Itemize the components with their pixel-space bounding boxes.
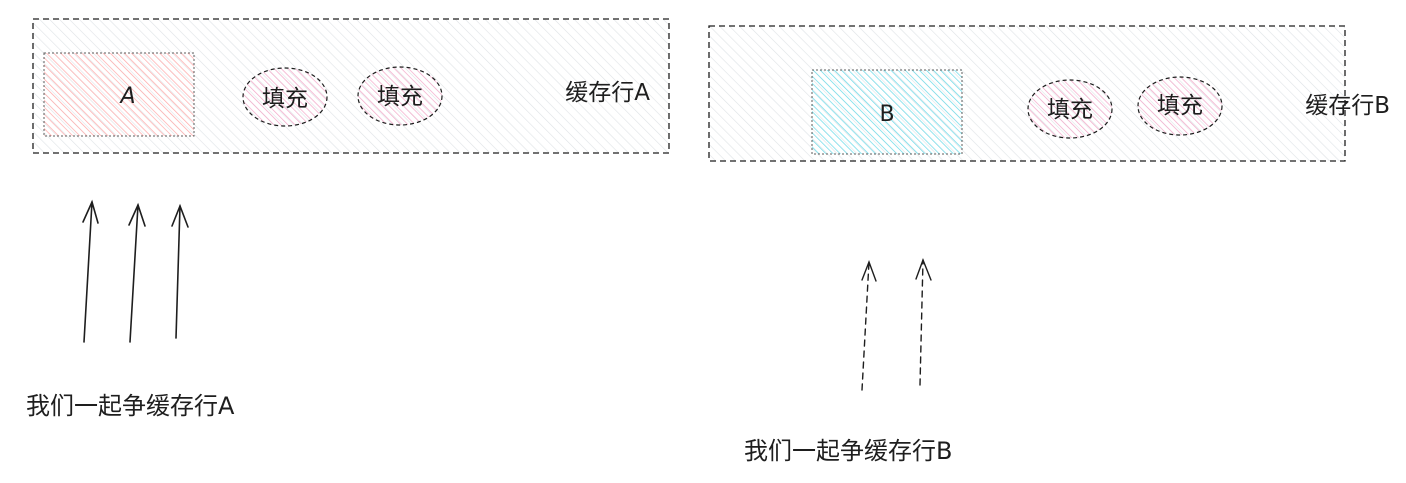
arrow-a-2 (128, 202, 146, 343)
padding-a-1: 填充 (242, 67, 328, 127)
block-b-label: B (879, 102, 894, 127)
arrow-a-3 (171, 203, 189, 339)
arrow-a-3-head (171, 203, 189, 228)
arrow-a-3-shaft (175, 205, 181, 339)
arrow-a-2-head (128, 202, 146, 227)
arrows-to-line-a (82, 199, 189, 343)
cache-line-b: B 填充 填充 缓存行B (708, 25, 1390, 162)
block-a-box (43, 52, 195, 137)
arrow-a-2-shaft (129, 204, 139, 343)
padding-b-1-label: 填充 (1047, 97, 1093, 123)
arrow-a-1 (82, 199, 99, 343)
arrow-b-1-head (861, 260, 877, 282)
arrows-to-line-b (861, 258, 932, 391)
cache-line-a: A 填充 填充 缓存行A (32, 18, 670, 154)
padding-a-2-ellipse (357, 66, 443, 126)
block-b-box (811, 69, 963, 155)
padding-a-2: 填充 (357, 66, 443, 126)
padding-a-1-ellipse (242, 67, 328, 127)
padding-b-1: 填充 (1027, 79, 1113, 139)
padding-b-2: 填充 (1137, 76, 1223, 136)
cache-line-a-block: A (43, 52, 195, 137)
caption-b: 我们一起争缓存行B (744, 437, 952, 465)
padding-b-2-ellipse (1137, 76, 1223, 136)
arrow-a-1-head (82, 199, 99, 224)
padding-a-2-label: 填充 (377, 84, 423, 110)
block-a-label: A (118, 84, 135, 109)
arrow-b-2-shaft (919, 259, 924, 386)
arrow-a-1-shaft (83, 201, 93, 343)
arrow-b-2-head (915, 258, 932, 281)
arrow-b-2 (915, 258, 932, 386)
caption-a: 我们一起争缓存行A (26, 392, 235, 420)
cache-line-b-label: 缓存行B (1305, 93, 1390, 119)
arrow-b-1 (861, 260, 877, 391)
cache-line-b-box (708, 25, 1346, 162)
padding-b-2-label: 填充 (1157, 93, 1203, 119)
padding-a-1-label: 填充 (262, 86, 308, 112)
cache-line-a-label: 缓存行A (565, 80, 650, 106)
cache-line-b-block: B (811, 69, 963, 155)
arrow-b-1-shaft (861, 261, 870, 391)
padding-b-1-ellipse (1027, 79, 1113, 139)
